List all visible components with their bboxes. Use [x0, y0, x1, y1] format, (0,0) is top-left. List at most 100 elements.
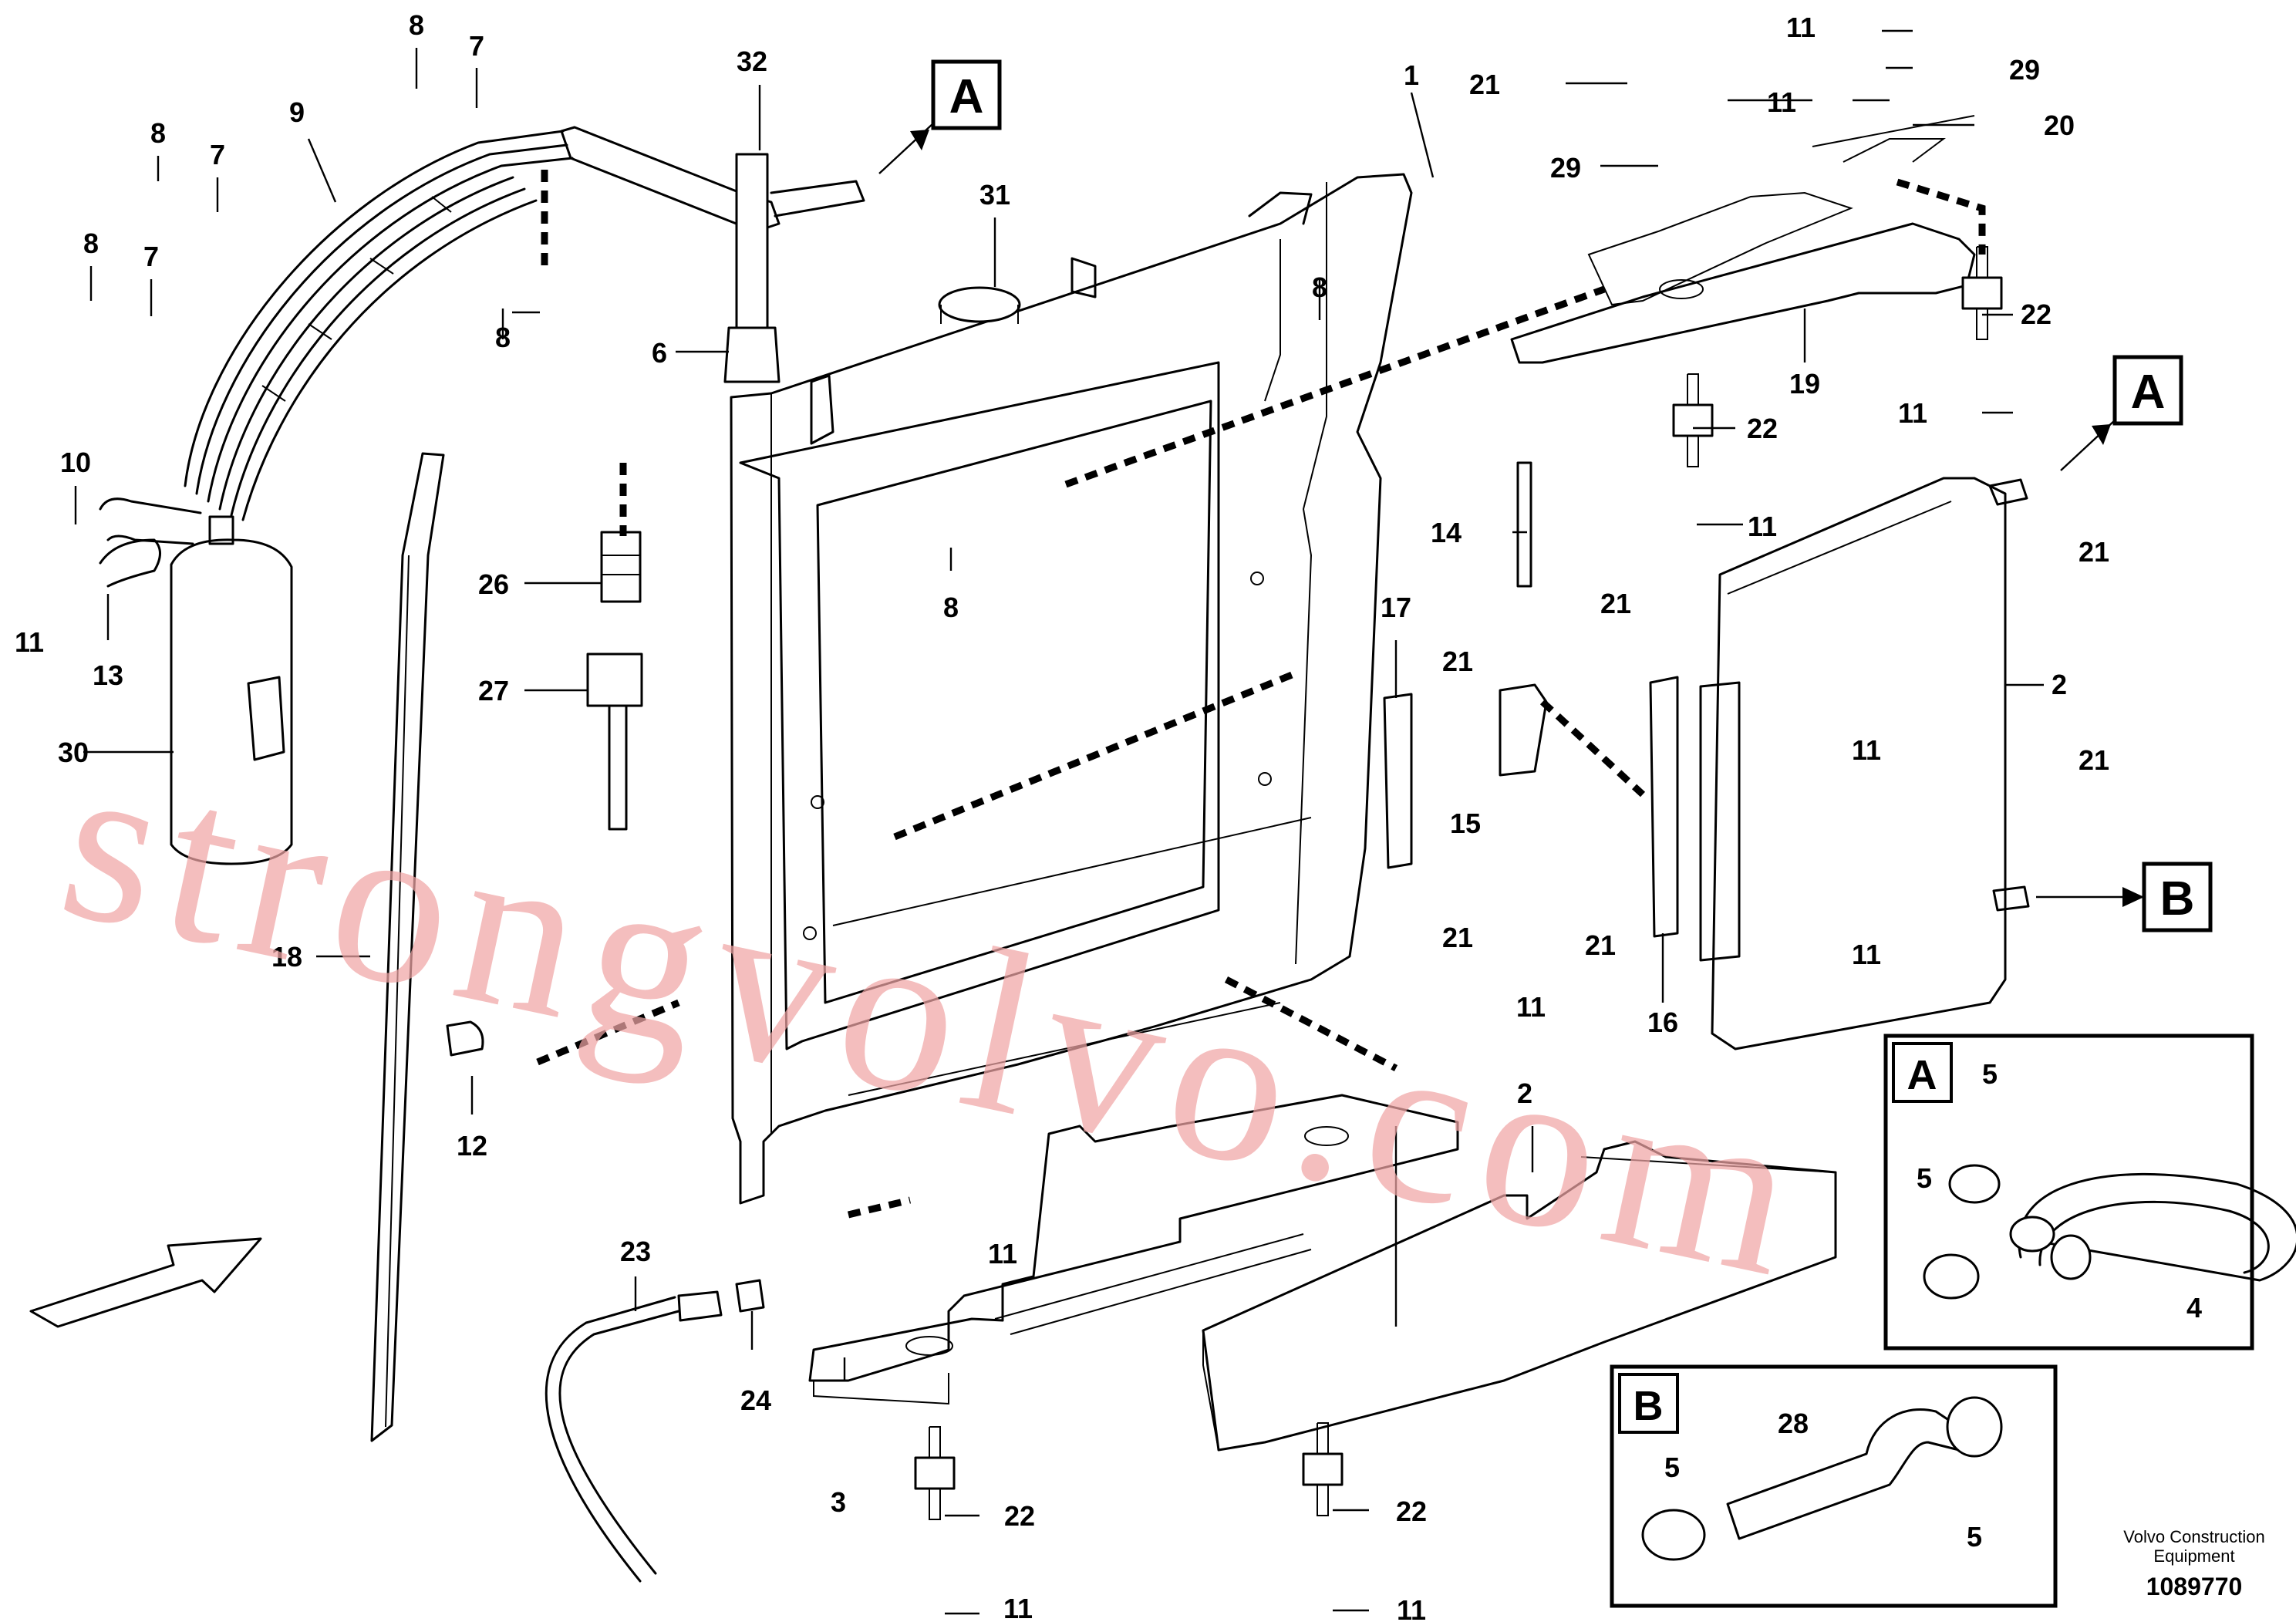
- callout-5: 5: [1664, 1452, 1680, 1483]
- ref-box-a-right: [2112, 355, 2183, 426]
- clamp-12: [446, 1020, 484, 1057]
- callout-11: 11: [1767, 86, 1796, 118]
- callout-11: 11: [1516, 991, 1546, 1023]
- callout-11: 11: [15, 626, 44, 658]
- callout-22: 22: [1747, 413, 1778, 444]
- bottom-mount-plate: [808, 1094, 1459, 1405]
- callout-21: 21: [1442, 646, 1473, 677]
- callout-17: 17: [1381, 592, 1411, 623]
- leader-lines: [74, 29, 2044, 1615]
- callout-5: 5: [1917, 1162, 1932, 1194]
- drawing-number: 1089770: [2146, 1573, 2243, 1600]
- callout-11: 11: [1852, 734, 1881, 766]
- oil-cooler: [1699, 477, 2030, 1050]
- ref-letter-a-top: A: [949, 70, 984, 123]
- ref-letter-a-right: A: [2131, 366, 2166, 419]
- ref-box-a-top: [931, 59, 1002, 130]
- callout-15: 15: [1450, 808, 1481, 839]
- callout-9: 9: [289, 96, 305, 128]
- callout-21: 21: [1469, 69, 1500, 100]
- watermark: strongvolvo.com: [43, 709, 1828, 1327]
- callout-23: 23: [620, 1236, 651, 1267]
- callout-21: 21: [2079, 536, 2109, 568]
- callout-5: 5: [1967, 1521, 1982, 1553]
- callout-14: 14: [1431, 517, 1462, 548]
- switch-adapter: [586, 653, 643, 831]
- callout-21: 21: [1585, 929, 1616, 961]
- callout-8: 8: [943, 592, 959, 623]
- radiator-frame: [730, 173, 1413, 1205]
- callout-8: 8: [495, 322, 511, 353]
- callout-21: 21: [1442, 922, 1473, 953]
- callout-32: 32: [737, 46, 767, 77]
- detail-a-parts: [1923, 1164, 2296, 1300]
- callout-22: 22: [2021, 298, 2052, 330]
- callout-3: 3: [831, 1486, 846, 1518]
- detail-panel-a: [1883, 1034, 2254, 1351]
- callout-11: 11: [1898, 397, 1927, 429]
- expansion-tank: [99, 497, 293, 865]
- callout-29: 29: [2009, 54, 2040, 86]
- detail-letter-b: B: [1633, 1383, 1664, 1429]
- callout-29: 29: [1550, 152, 1581, 184]
- radiator-cap: [938, 286, 1021, 324]
- callout-27: 27: [478, 675, 509, 706]
- assembly-dashes: [536, 170, 1986, 1219]
- ref-letter-b-right: B: [2160, 872, 2195, 926]
- top-bracket: [1510, 115, 1976, 364]
- callout-12: 12: [457, 1130, 487, 1162]
- callout-30: 30: [58, 737, 89, 768]
- callout-24: 24: [740, 1384, 771, 1416]
- callout-18: 18: [271, 941, 302, 973]
- maker-line-1: Volvo Construction: [2123, 1527, 2264, 1546]
- callout-26: 26: [478, 568, 509, 600]
- detail-letter-a: A: [1907, 1052, 1937, 1098]
- callout-19: 19: [1789, 368, 1820, 400]
- filler-pipe: [723, 153, 865, 383]
- hose-bundle: [184, 126, 781, 521]
- pressure-switch: [600, 531, 642, 603]
- callout-7: 7: [210, 139, 225, 170]
- ref-arrowhead-a-top: [910, 130, 929, 150]
- ref-box-b-right: [2142, 862, 2213, 932]
- callout-7: 7: [469, 30, 484, 62]
- side-panel: [370, 452, 445, 1442]
- detail-panel-a-tag: [1892, 1042, 1953, 1103]
- callout-numbers: 8 7 32 9 8 7 31 8 7 8 6 8 1 10 11 13 26 …: [15, 9, 2202, 1622]
- drawing-footer: Volvo Construction Equipment 1089770: [2123, 1527, 2264, 1600]
- hose-23: [544, 1279, 765, 1583]
- clamp-13: [99, 538, 161, 588]
- callout-11: 11: [1397, 1594, 1426, 1622]
- callout-22: 22: [1004, 1500, 1035, 1532]
- callout-8: 8: [1312, 271, 1327, 303]
- callout-11: 11: [1852, 939, 1881, 970]
- callout-11: 11: [1786, 12, 1816, 43]
- callout-22: 22: [1396, 1496, 1427, 1527]
- parts-artwork: [29, 29, 2296, 1615]
- callout-11: 11: [1748, 511, 1777, 542]
- callout-4: 4: [2186, 1292, 2202, 1324]
- callout-6: 6: [652, 337, 667, 369]
- callout-20: 20: [2044, 110, 2075, 141]
- ref-arrowhead-b-right: [2122, 887, 2144, 907]
- callout-21: 21: [2079, 744, 2109, 776]
- callout-11: 11: [988, 1238, 1017, 1270]
- callout-31: 31: [979, 179, 1010, 211]
- callout-10: 10: [60, 447, 91, 478]
- callout-11: 11: [1748, 511, 1777, 542]
- callout-13: 13: [93, 659, 123, 691]
- callout-8: 8: [83, 228, 99, 259]
- maker-line-2: Equipment: [2153, 1546, 2234, 1566]
- callout-28: 28: [1778, 1408, 1809, 1439]
- callout-7: 7: [143, 241, 159, 272]
- airflow-arrow: [29, 1237, 262, 1328]
- right-mount-plate: [1202, 1140, 1837, 1452]
- callout-16: 16: [1647, 1007, 1678, 1038]
- detail-panel-b-tag: [1618, 1373, 1679, 1434]
- callout-5: 5: [1982, 1058, 1998, 1090]
- callout-8: 8: [150, 117, 166, 149]
- callout-2: 2: [1517, 1077, 1532, 1109]
- detail-panel-b: [1610, 1364, 2058, 1608]
- callout-2: 2: [2052, 669, 2067, 700]
